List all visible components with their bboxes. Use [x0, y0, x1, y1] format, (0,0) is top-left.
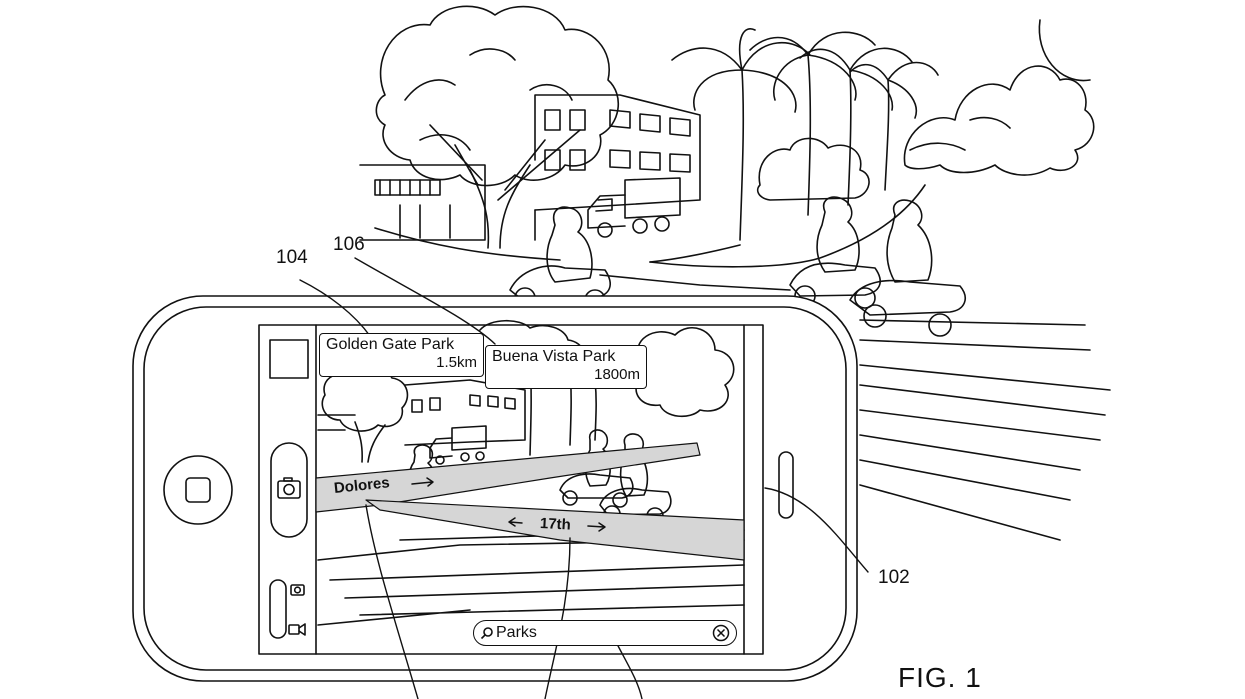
home-button-icon: [185, 477, 211, 503]
poi-callout-golden-gate-park[interactable]: Golden Gate Park 1.5km: [319, 333, 484, 377]
clear-icon[interactable]: [712, 624, 730, 642]
shutter-button: [270, 442, 308, 538]
tree-canopy: [375, 5, 620, 187]
17th-arrow-left: [508, 517, 523, 527]
search-icon: [480, 627, 493, 640]
leader-bottom-left: [365, 504, 419, 699]
reference-numeral-102: 102: [878, 567, 910, 588]
cloud-outline: [903, 65, 1095, 176]
photo-thumbnail: [269, 339, 309, 379]
leader-106: [354, 257, 496, 345]
17th-arrow-right: [587, 522, 606, 532]
camera-icon: [277, 477, 301, 499]
road-curb: [374, 227, 561, 261]
leader-102: [764, 487, 869, 573]
search-input[interactable]: [496, 623, 686, 642]
dolores-arrow: [411, 477, 434, 487]
search-bar[interactable]: [473, 620, 737, 646]
camera-mode-icon: [290, 584, 305, 596]
reference-numeral-104: 104: [276, 247, 308, 268]
mode-switch: [269, 579, 287, 639]
street-label-17th: 17th: [539, 515, 572, 534]
building-left: [359, 164, 486, 241]
speaker-slot: [778, 451, 794, 519]
camera-controls: [269, 339, 309, 639]
reference-numeral-106: 106: [333, 234, 365, 255]
poi-name: Buena Vista Park: [492, 348, 616, 365]
street-overlay-dolores: [315, 442, 701, 513]
street-overlay-17th: [365, 499, 745, 561]
poi-callout-buena-vista-park[interactable]: Buena Vista Park 1800m: [485, 345, 647, 389]
bushes: [756, 137, 870, 201]
background-street-scene: [359, 5, 1111, 541]
sun-outline: [1038, 19, 1091, 82]
video-mode-icon: [288, 623, 306, 636]
truck: [587, 177, 681, 238]
building-right: [534, 94, 701, 211]
poi-name: Golden Gate Park: [326, 336, 455, 353]
leader-104: [299, 279, 371, 337]
palm-trees: [671, 28, 939, 241]
figure-label: FIG. 1: [898, 662, 982, 693]
poi-distance: 1.5km: [436, 354, 477, 371]
camera-view: [315, 319, 745, 626]
scooter-riders: [509, 196, 966, 337]
home-button: [163, 455, 233, 525]
poi-distance: 1800m: [594, 366, 640, 383]
